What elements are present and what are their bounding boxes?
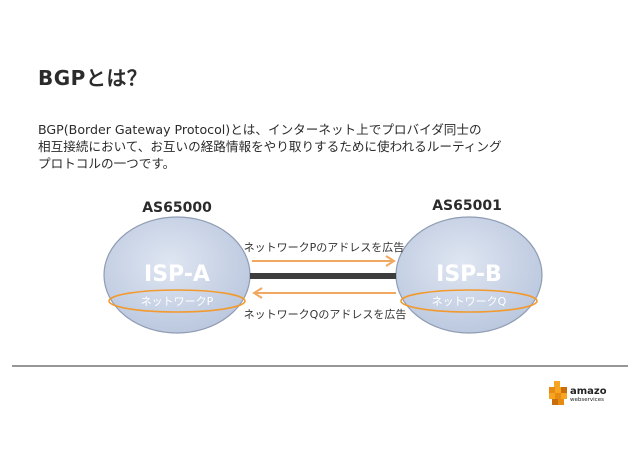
network-q-label: ネットワークQ bbox=[432, 295, 507, 308]
advert-arrow-left-head bbox=[252, 287, 263, 299]
advert-arrow-right-head bbox=[385, 255, 396, 267]
network-p-label: ネットワークP bbox=[141, 295, 214, 308]
description-line-1: BGP(Border Gateway Protocol)とは、インターネット上で… bbox=[38, 122, 482, 137]
network-q-oval bbox=[400, 289, 538, 313]
as-label-left: AS65000 bbox=[142, 200, 212, 216]
isp-b-name: ISP-B bbox=[436, 262, 502, 287]
network-p-oval bbox=[108, 289, 246, 313]
aws-logo: amazon webservices bbox=[549, 381, 606, 405]
slide-title: BGPとは？ bbox=[38, 66, 148, 90]
slide-description: BGP(Border Gateway Protocol)とは、インターネット上で… bbox=[38, 121, 618, 172]
advert-label-top: ネットワークPのアドレスを広告 bbox=[244, 241, 405, 254]
aws-logo-webservices: webservices bbox=[570, 397, 604, 403]
as-label-right: AS65001 bbox=[432, 198, 502, 214]
description-line-3: プロトコルの一つです。 bbox=[38, 156, 176, 171]
isp-a-name: ISP-A bbox=[144, 262, 210, 287]
description-line-2: 相互接続において、お互いの経路情報をやり取りするために使われるルーティング bbox=[38, 139, 502, 154]
aws-logo-amazon: amazon bbox=[570, 386, 606, 397]
aws-cubes-icon bbox=[549, 381, 567, 405]
advert-label-bottom: ネットワークQのアドレスを広告 bbox=[244, 308, 407, 321]
